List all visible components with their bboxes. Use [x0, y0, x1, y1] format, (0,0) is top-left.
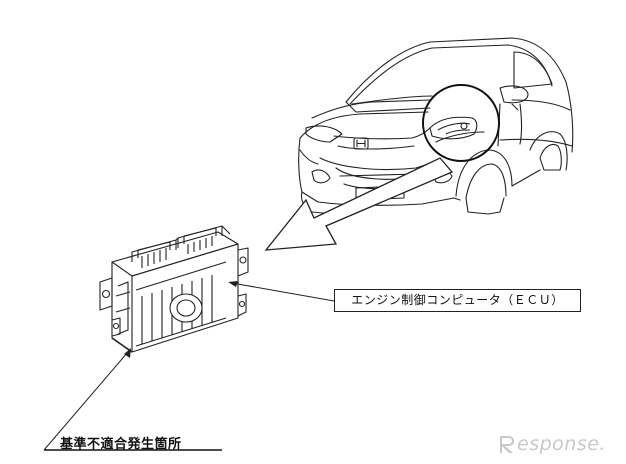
highlight-circle — [422, 84, 500, 162]
pointer-arrow — [264, 157, 454, 251]
ecu-label: エンジン制御コンピュータ（ＥＣＵ） — [334, 289, 581, 312]
defect-leader-arrowhead — [124, 348, 131, 358]
headlight-detail — [429, 116, 478, 140]
ecu-leader-arrowhead — [228, 281, 238, 287]
defect-location-label: 基準不適合発生箇所 — [60, 437, 182, 452]
watermark-text: esponse. — [517, 433, 606, 455]
ecu-leader-line — [231, 282, 335, 302]
car-illustration — [298, 37, 574, 215]
ecu-unit-illustration — [99, 225, 249, 353]
response-watermark: esponse. — [498, 432, 606, 456]
response-logo-icon — [500, 436, 514, 453]
defect-leader-line — [43, 351, 129, 451]
